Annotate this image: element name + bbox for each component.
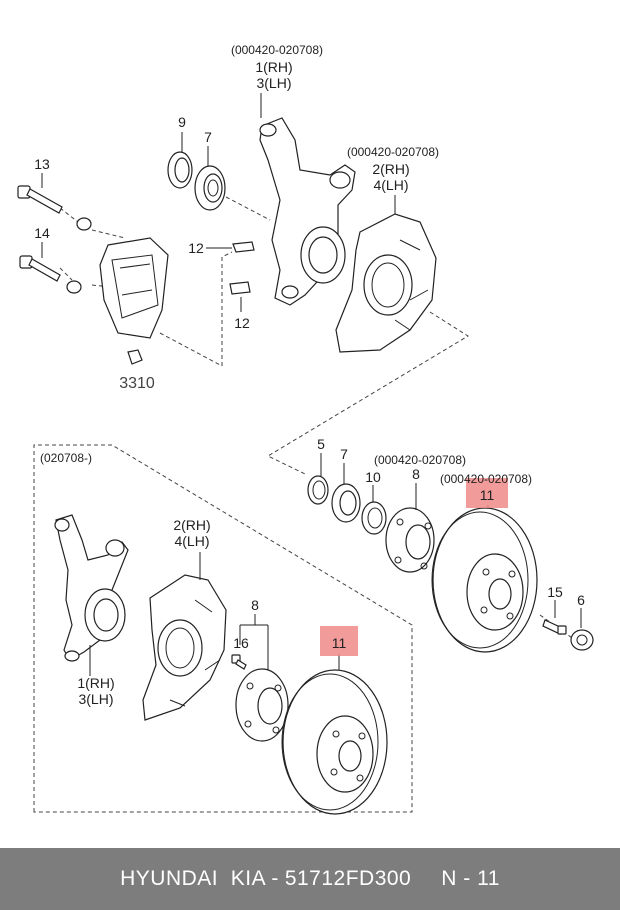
label-shield-top-rh: 2(RH) [372,161,409,177]
bolt-15 [542,619,567,635]
label-bolt-15: 15 [547,584,563,600]
brake-disc-11-right [431,507,538,653]
parts-diagram: (000420-020708) 1(RH) 3(LH) 9 7 13 14 12… [17,43,594,815]
wheel-hub-8-lower [235,668,289,742]
label-bearing-7-mid: 7 [340,446,348,462]
label-caliper: 3310 [119,375,155,392]
footer-brand: HYUNDAI KIA - [120,867,279,890]
label-knuckle-top-rh: 1(RH) [255,59,292,75]
label-clip-12a: 12 [188,240,204,256]
label-hub-8-lower: 8 [251,597,259,613]
oil-seal-9 [167,151,193,189]
clip-12b [229,281,251,295]
label-seal-5: 5 [317,436,325,452]
label-knuckle-top-lh: 3(LH) [256,75,291,91]
label-bolt-14: 14 [34,225,50,241]
footer-ref: N - 11 [441,867,500,890]
label-knuckle-lower-rh: 1(RH) [77,675,114,691]
label-date-shield-top: (000420-020708) [347,145,439,159]
highlight-box-right [466,478,508,508]
label-bearing-7-top: 7 [204,129,212,145]
bushings [66,217,92,294]
label-date-mid-group: (000420-020708) [374,453,466,467]
footer-part-number: 51712FD300 [284,867,412,890]
footer-bar: HYUNDAI KIA - 51712FD300 N - 11 [0,848,620,910]
label-date-top: (000420-020708) [231,43,323,57]
bolt-16 [231,654,247,670]
label-seal-9: 9 [178,114,186,130]
clip-12a [232,241,255,253]
bearing-7-mid [331,483,361,523]
label-knuckle-lower-lh: 3(LH) [78,691,113,707]
bolt-14 [19,255,61,282]
oil-seal-5 [307,475,329,505]
dust-shield-lower [142,574,227,721]
highlight-box-lower [320,626,358,656]
label-date-disc-right: (000420-020708) [440,472,532,486]
steering-knuckle-lower [54,514,129,662]
label-disc-11-lower: 11 [332,635,347,651]
label-date-lower-box: (020708-) [40,451,92,465]
label-shield-top-lh: 4(LH) [373,177,408,193]
label-hub-8-right: 8 [412,466,420,482]
label-shield-lower-lh: 4(LH) [174,533,209,549]
label-nut-6: 6 [577,592,585,608]
label-shield-lower-rh: 2(RH) [173,517,210,533]
brake-caliper [99,237,169,365]
steering-knuckle-top [259,117,356,306]
dust-shield-top [335,213,437,353]
bearing-7-top [194,165,226,211]
label-bolt-16: 16 [233,635,249,651]
oil-seal-10 [361,501,387,535]
bolt-13 [17,185,63,214]
callout-labels: (000420-020708) 1(RH) 3(LH) 9 7 13 14 12… [34,43,585,707]
label-disc-11-right: 11 [480,487,495,503]
label-seal-10: 10 [365,469,381,485]
hub-nut-6 [570,629,594,651]
label-clip-12b: 12 [234,315,250,331]
brake-disc-11-lower [281,669,388,815]
label-bolt-13: 13 [34,156,50,172]
wheel-hub-8-right [385,507,435,573]
